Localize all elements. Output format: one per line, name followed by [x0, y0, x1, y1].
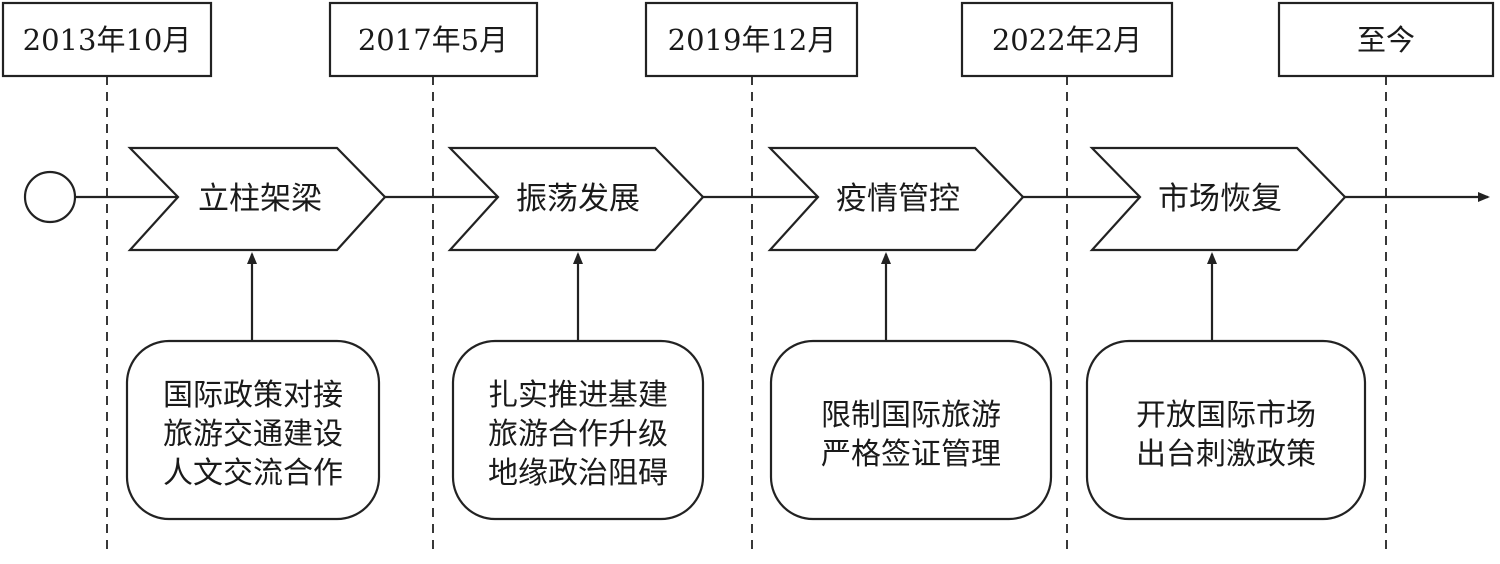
factor-box-3: 限制国际旅游 严格签证管理	[769, 339, 1053, 521]
date-box-3: 2019年12月	[644, 1, 859, 78]
phase-chevron-4: 市场恢复	[1089, 146, 1347, 252]
factor-line: 出台刺激政策	[1136, 437, 1316, 472]
factor-line: 人文交流合作	[163, 456, 343, 491]
phase-chevron-2: 振荡发展	[447, 146, 705, 252]
factor-line: 地缘政治阻碍	[488, 456, 668, 491]
factor-line: 旅游交通建设	[163, 417, 343, 452]
phase-label: 疫情管控	[836, 181, 960, 217]
factor-box-2: 扎实推进基建 旅游合作升级 地缘政治阻碍	[451, 339, 705, 521]
timeline-start-circle	[23, 170, 77, 224]
factor-line: 国际政策对接	[163, 378, 343, 413]
factor-box-4: 开放国际市场 出台刺激政策	[1085, 339, 1367, 521]
factor-line: 开放国际市场	[1136, 398, 1316, 433]
date-label: 2017年5月	[358, 23, 508, 57]
date-label: 2013年10月	[23, 23, 192, 57]
phase-label: 振荡发展	[516, 181, 640, 217]
phase-label: 立柱架梁	[198, 181, 322, 217]
date-label: 2019年12月	[668, 23, 837, 57]
factor-line: 扎实推进基建	[488, 378, 668, 413]
factor-box-1: 国际政策对接 旅游交通建设 人文交流合作	[125, 339, 381, 521]
phase-label: 市场恢复	[1158, 181, 1282, 217]
date-box-2: 2017年5月	[328, 1, 539, 78]
date-label: 2022年2月	[992, 23, 1142, 57]
date-box-4: 2022年2月	[960, 1, 1174, 78]
phase-chevron-3: 疫情管控	[767, 146, 1025, 252]
date-box-5: 至今	[1277, 1, 1495, 78]
factor-line: 旅游合作升级	[488, 417, 668, 452]
date-label: 至今	[1357, 23, 1415, 57]
date-box-1: 2013年10月	[1, 1, 213, 78]
phase-chevron-1: 立柱架梁	[127, 146, 387, 252]
factor-line: 限制国际旅游	[821, 398, 1001, 433]
factor-line: 严格签证管理	[821, 437, 1001, 472]
